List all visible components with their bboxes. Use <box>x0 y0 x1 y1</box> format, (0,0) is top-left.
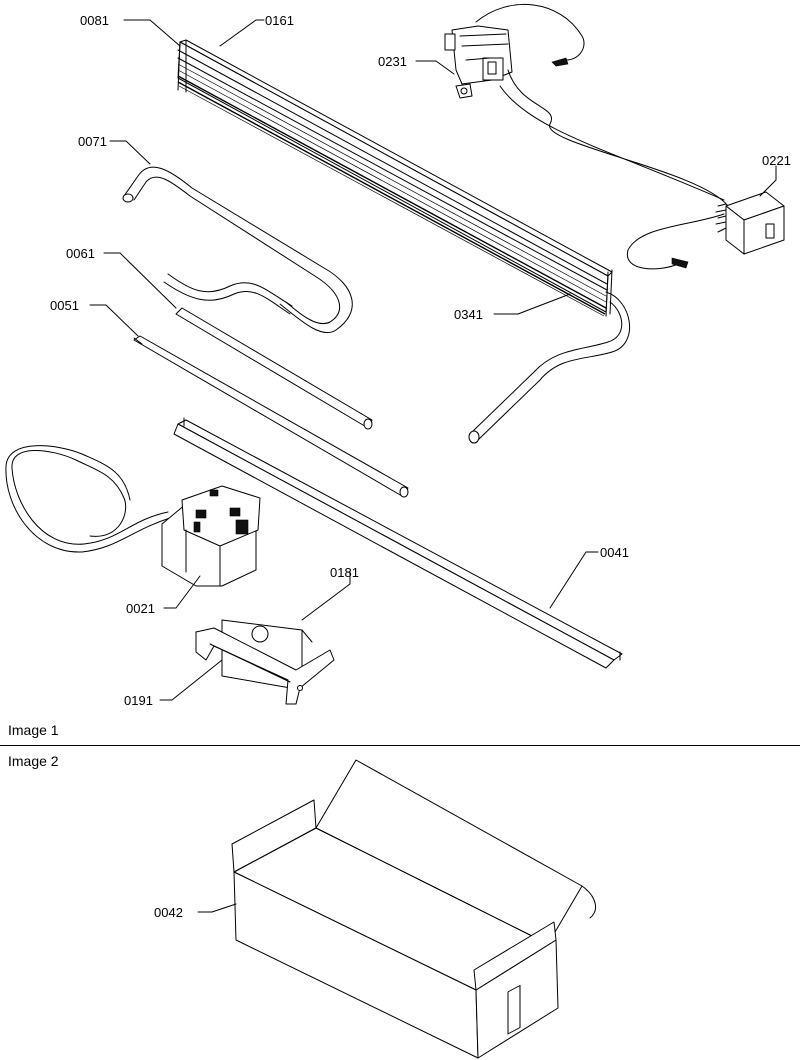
tube-part-long <box>468 291 631 444</box>
rod-part-0051 <box>133 335 409 498</box>
callout-0161: 0161 <box>265 13 294 28</box>
callout-0221: 0221 <box>762 153 791 168</box>
callout-0231: 0231 <box>378 54 407 69</box>
callout-0021: 0021 <box>126 601 155 616</box>
exploded-parts-diagram: 0081 0161 0231 0221 0071 0061 0051 0341 … <box>5 3 791 708</box>
electrical-box-part <box>627 191 785 270</box>
callout-0081: 0081 <box>80 13 109 28</box>
callout-0061: 0061 <box>66 246 95 261</box>
long-rail-assembly <box>177 39 613 317</box>
callout-labels: 0081 0161 0231 0221 0071 0061 0051 0341 … <box>50 13 791 708</box>
callout-0042: 0042 <box>154 905 183 920</box>
image-1-caption: Image 1 <box>8 722 59 738</box>
image-2-caption: Image 2 <box>8 753 59 769</box>
carton-part <box>231 759 597 1059</box>
trough-part <box>173 417 623 669</box>
section-divider <box>0 745 800 746</box>
bracket-part <box>195 619 335 705</box>
callout-0071: 0071 <box>78 134 107 149</box>
callout-0051: 0051 <box>50 298 79 313</box>
tube-part-0061 <box>163 273 373 430</box>
transformer-part <box>444 3 729 207</box>
pump-part <box>5 445 261 587</box>
callout-0191: 0191 <box>124 693 153 708</box>
callout-0041: 0041 <box>600 545 629 560</box>
callout-0341: 0341 <box>454 307 483 322</box>
callout-leader-lines <box>89 19 777 701</box>
tube-part-0071 <box>122 166 353 334</box>
callout-leader-0042 <box>197 903 237 913</box>
callout-0181: 0181 <box>330 565 359 580</box>
